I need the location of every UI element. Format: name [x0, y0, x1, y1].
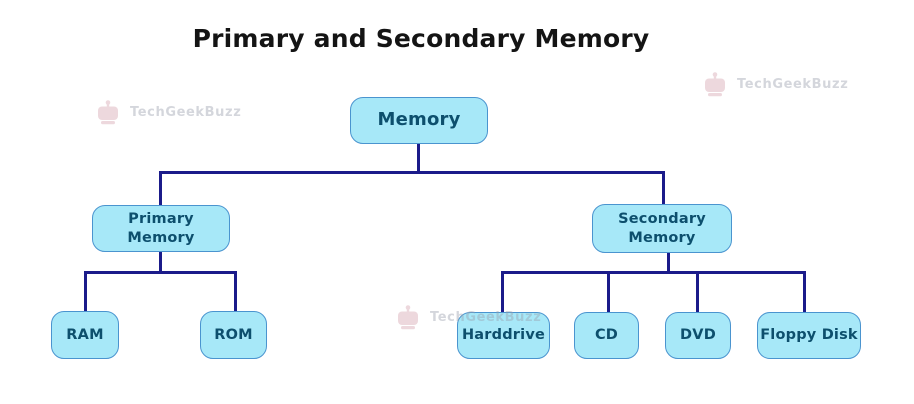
connector-ram-drop — [84, 271, 87, 311]
connector-secondary-stub — [667, 253, 670, 274]
techgeekbuzz-logo-icon — [705, 72, 725, 97]
node-primary-memory: Primary Memory — [92, 205, 230, 252]
node-ram: RAM — [51, 311, 119, 359]
connector-dvd-drop — [696, 271, 699, 312]
connector-secondary-horizontal — [501, 271, 806, 274]
connector-harddrive-drop — [501, 271, 504, 312]
node-harddrive: Harddrive — [457, 312, 550, 359]
watermark: TechGeekBuzz — [96, 99, 241, 126]
node-cd: CD — [574, 312, 639, 359]
node-dvd: DVD — [665, 312, 731, 359]
connector-level1-horizontal — [159, 171, 665, 174]
connector-cd-drop — [607, 271, 610, 312]
connector-primary-horizontal — [84, 271, 237, 274]
techgeekbuzz-logo-icon — [98, 100, 118, 125]
connector-primary-stub — [159, 252, 162, 274]
watermark: TechGeekBuzz — [703, 71, 848, 98]
connector-memory-stub — [417, 144, 420, 174]
techgeekbuzz-logo-icon — [398, 305, 418, 330]
connector-primary-drop — [159, 171, 162, 205]
connector-rom-drop — [234, 271, 237, 311]
watermark-label: TechGeekBuzz — [737, 77, 849, 92]
node-rom: ROM — [200, 311, 267, 359]
connector-floppy-drop — [803, 271, 806, 312]
connector-secondary-drop — [662, 171, 665, 204]
page-title: Primary and Secondary Memory — [192, 24, 650, 53]
node-secondary-memory: Secondary Memory — [592, 204, 732, 253]
node-memory: Memory — [350, 97, 488, 144]
watermark-label: TechGeekBuzz — [130, 105, 242, 120]
node-floppy-disk: Floppy Disk — [757, 312, 861, 359]
